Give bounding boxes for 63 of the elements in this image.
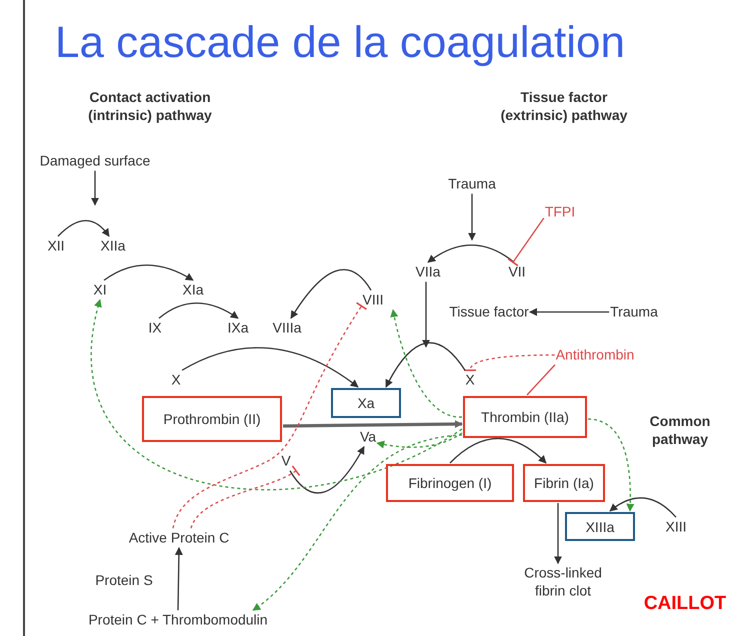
factor-label: XIIa (100, 237, 126, 255)
arrow (390, 308, 462, 418)
factor-box: Xa (331, 388, 401, 418)
arrow (450, 438, 547, 464)
factor-label: Damaged surface (40, 152, 150, 170)
arrow (91, 170, 99, 206)
factor-label: X (465, 371, 475, 389)
arrow (554, 503, 562, 564)
inhibition-line (190, 464, 300, 529)
inhibition-line (463, 354, 555, 372)
factor-label: XIII (666, 518, 686, 536)
arrow (90, 298, 462, 490)
factor-label: Va (360, 428, 376, 446)
factor-label: VII (508, 263, 526, 281)
arrow (427, 244, 514, 263)
slide-title: La cascade de la coagulation (55, 18, 625, 68)
factor-label: Cross-linked fibrin clot (508, 564, 618, 600)
arrow (282, 420, 463, 428)
arrow (252, 434, 462, 611)
arrow (182, 347, 359, 388)
factor-box: Fibrin (Ia) (523, 464, 605, 502)
pathway-heading: Common pathway (648, 412, 712, 448)
factor-box: Fibrinogen (I) (386, 464, 514, 502)
connector-line (526, 364, 556, 396)
factor-label: XI (93, 281, 107, 299)
factor-label: X (171, 371, 181, 389)
arrow (290, 269, 372, 319)
factor-label: Trauma (448, 175, 496, 193)
inhibition-line (507, 218, 544, 266)
arrow (609, 497, 676, 518)
factor-label: Tissue factor (449, 303, 529, 321)
factor-box: XIIIa (565, 512, 635, 541)
inhibition-line (172, 302, 368, 528)
factor-box: Prothrombin (II) (142, 396, 282, 442)
factor-label: VIII (362, 291, 384, 309)
arrow (289, 446, 365, 494)
arrow (385, 342, 466, 388)
factor-label: V (281, 452, 291, 470)
pathway-heading: Contact activation (intrinsic) pathway (87, 88, 213, 124)
factor-label: IXa (228, 319, 248, 337)
arrow (529, 308, 610, 316)
arrow (104, 264, 194, 281)
arrow (468, 194, 476, 241)
arrow (58, 220, 110, 237)
factor-label: VIIIa (272, 319, 302, 337)
factor-label: Trauma (610, 303, 658, 321)
factor-label: VIIa (416, 263, 440, 281)
factor-label: XII (47, 237, 65, 255)
factor-label: IX (148, 319, 162, 337)
inhibitor-label: TFPI (544, 203, 576, 221)
factor-label: XIa (182, 281, 204, 299)
arrow (376, 432, 462, 448)
inhibitor-label: Antithrombin (556, 346, 634, 364)
arrow (158, 302, 239, 319)
arrow (588, 418, 634, 512)
edge-label: Protein S (95, 572, 153, 588)
arrow (174, 546, 183, 610)
factor-label: Active Protein C (128, 529, 230, 547)
factor-label: Protein C + Thrombomodulin (88, 611, 268, 629)
clot-label: CAILLOT (644, 593, 726, 615)
pathway-heading: Tissue factor (extrinsic) pathway (500, 88, 628, 124)
factor-box: Thrombin (IIa) (463, 396, 587, 438)
arrow (422, 282, 430, 348)
